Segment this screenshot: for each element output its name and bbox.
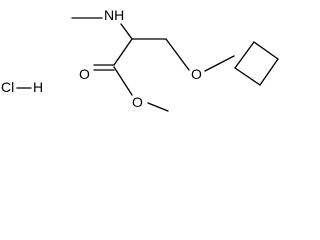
cyclobutane-bond-right bbox=[259, 58, 279, 86]
nh-label: NH bbox=[104, 7, 124, 23]
ch2-to-ether-o-bond bbox=[165, 38, 190, 71]
alpha-carbon-to-carbonyl-carbon-bond bbox=[113, 38, 133, 66]
bond-lines bbox=[16, 17, 279, 112]
cyclobutane-bond-bottom bbox=[234, 67, 261, 86]
chlorine-label: Cl bbox=[1, 79, 14, 95]
ester-oxygen-label: O bbox=[132, 94, 143, 110]
ether-o-to-cyclobutyl-bond bbox=[204, 55, 235, 72]
carbonyl-oxygen-label: O bbox=[79, 66, 90, 82]
nh-to-alpha-carbon-bond bbox=[120, 23, 133, 40]
cyclobutane-bond-left bbox=[234, 41, 255, 69]
ether-oxygen-label: O bbox=[191, 66, 202, 82]
chemical-structure-drawing: NH O O O Cl H bbox=[1, 7, 279, 112]
molecule-canvas: NH O O O Cl H bbox=[0, 0, 294, 120]
ester-o-to-methyl-bond bbox=[147, 102, 169, 112]
cyclobutane-bond-top bbox=[253, 41, 279, 60]
hydrogen-label: H bbox=[33, 79, 43, 95]
carbonyl-carbon-to-ester-o-bond bbox=[113, 66, 133, 96]
